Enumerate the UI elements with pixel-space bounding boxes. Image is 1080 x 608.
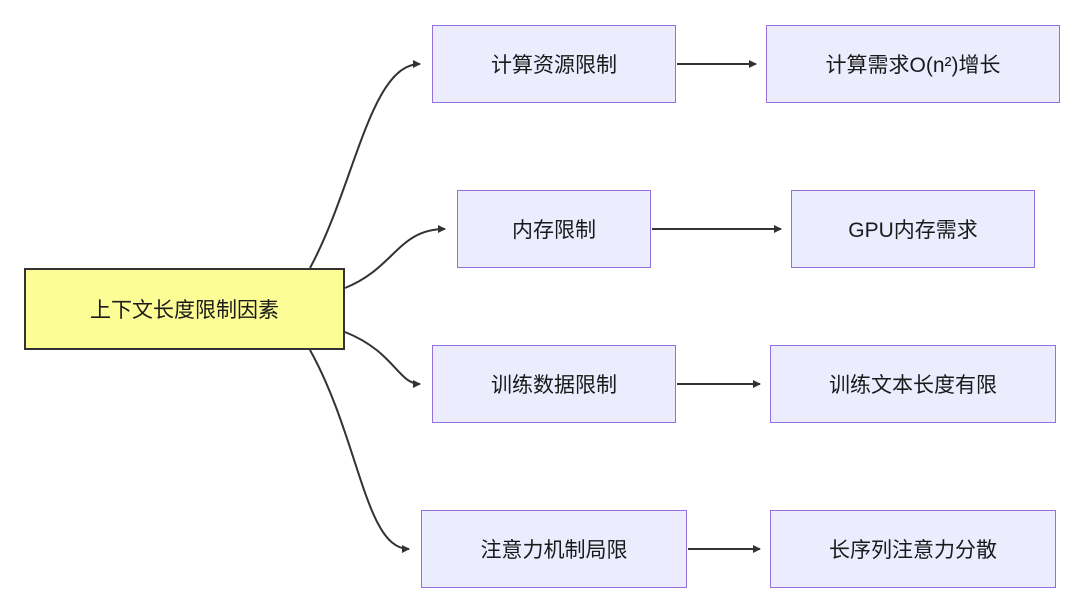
node-label: 计算需求O(n²)增长 xyxy=(825,54,1001,77)
node-root-context-length-limit: 上下文长度限制因素 xyxy=(24,268,345,350)
node-memory-limit: 内存限制 xyxy=(457,190,651,268)
node-long-sequence-attention-dispersion: 长序列注意力分散 xyxy=(770,510,1056,588)
node-label: 上下文长度限制因素 xyxy=(90,299,279,322)
node-training-text-length-limit: 训练文本长度有限 xyxy=(770,345,1056,423)
node-compute-resource-limit: 计算资源限制 xyxy=(432,25,676,103)
node-attention-mechanism-limit: 注意力机制局限 xyxy=(421,510,687,588)
node-label: 训练数据限制 xyxy=(491,374,617,397)
node-label: 内存限制 xyxy=(512,219,596,242)
node-training-data-limit: 训练数据限制 xyxy=(432,345,676,423)
node-label: 注意力机制局限 xyxy=(480,539,628,562)
node-label: GPU内存需求 xyxy=(848,219,978,242)
node-label: 训练文本长度有限 xyxy=(829,374,997,397)
edge-root-to-training-limit xyxy=(344,331,421,388)
node-compute-demand-growth: 计算需求O(n²)增长 xyxy=(766,25,1060,103)
edge-root-to-attention-limit xyxy=(309,349,410,553)
node-label: 长序列注意力分散 xyxy=(829,539,997,562)
edge-root-to-compute-limit xyxy=(309,60,421,269)
node-gpu-memory-demand: GPU内存需求 xyxy=(791,190,1035,268)
node-label: 计算资源限制 xyxy=(491,54,617,77)
edge-root-to-memory-limit xyxy=(344,225,446,289)
